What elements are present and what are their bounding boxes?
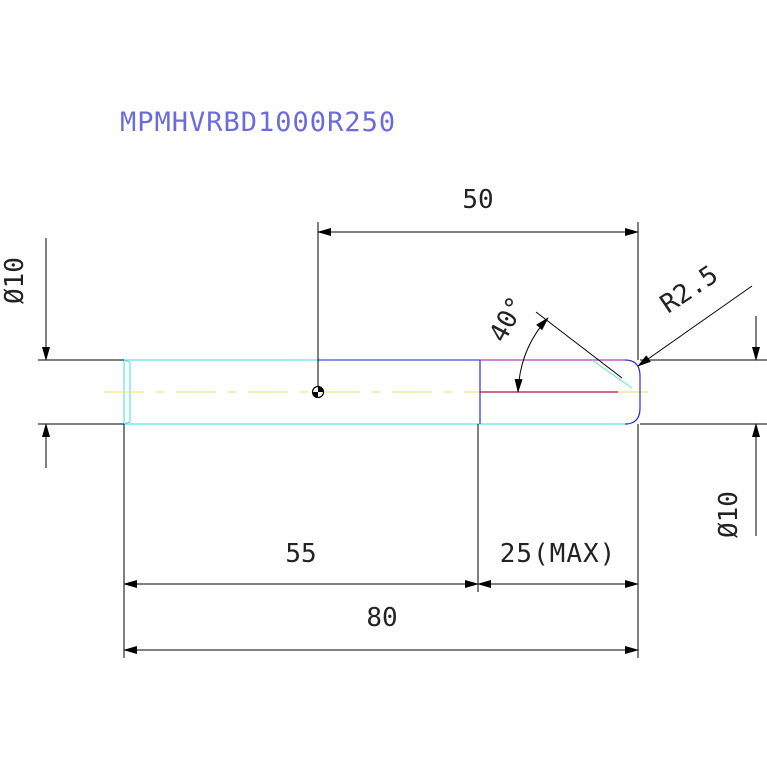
tool-tip xyxy=(318,359,641,425)
dim-cut-label: 25(MAX) xyxy=(500,539,617,569)
tip-nose-radius xyxy=(624,359,641,425)
dim-angle-arc xyxy=(514,317,549,393)
dim-right-diameter-label: Ø10 xyxy=(714,491,744,538)
dim-top-label: 50 xyxy=(462,185,493,215)
dim-left-diameter-label: Ø10 xyxy=(0,257,30,304)
dimensions xyxy=(38,222,767,658)
body-chamfer-top xyxy=(123,359,131,363)
tip-bevel-line xyxy=(591,359,633,389)
dim-radius-label: R2.5 xyxy=(655,260,724,320)
dim-overall-label: 80 xyxy=(366,603,397,633)
body-chamfer-bottom xyxy=(123,421,131,425)
dim-radius-leader xyxy=(637,285,753,367)
dim-shank-label: 55 xyxy=(285,539,316,569)
origin-marker xyxy=(311,385,325,399)
dim-angle-ext xyxy=(535,311,623,379)
dim-angle-label: 40° xyxy=(484,292,533,348)
drawing-title: MPMHVRBD1000R250 xyxy=(120,107,396,138)
